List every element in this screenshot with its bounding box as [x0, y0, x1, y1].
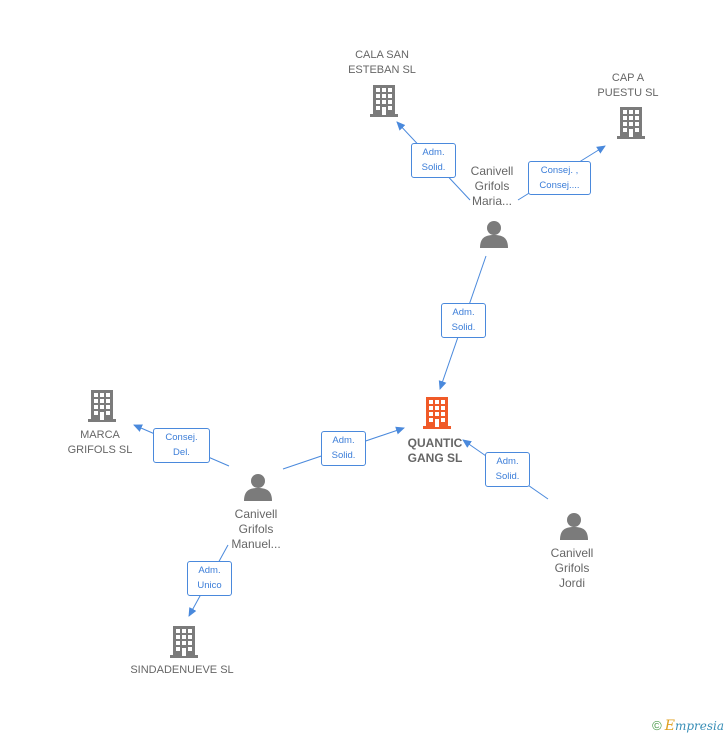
- building-icon[interactable]: [170, 626, 198, 658]
- edge-label-line: Del.: [173, 447, 190, 458]
- brand-logo-text: mpresia: [674, 719, 724, 733]
- edge-label-line: Adm.: [452, 307, 475, 318]
- edge-label-line: Adm.: [422, 147, 445, 158]
- node-label-line: Jordi: [558, 576, 585, 590]
- building-icon[interactable]: [88, 390, 116, 422]
- node-label-cap-a-puestu[interactable]: CAP A PUESTU SL: [578, 71, 678, 101]
- edge-label-maria-quantic[interactable]: Adm. Solid.: [441, 303, 486, 338]
- node-label-line: ESTEBAN SL: [348, 64, 416, 76]
- building-icon[interactable]: [423, 397, 451, 429]
- node-label-canivell-jordi[interactable]: Canivell Grifols Jordi: [532, 546, 612, 591]
- edge-label-line: Adm.: [332, 435, 355, 446]
- node-label-canivell-maria[interactable]: Canivell Grifols Maria...: [452, 164, 532, 209]
- edge-label-manuel-quantic[interactable]: Adm. Solid.: [321, 431, 366, 466]
- person-icon[interactable]: [480, 221, 508, 248]
- edge-label-maria-cala[interactable]: Adm. Solid.: [411, 143, 456, 178]
- node-label-line: GANG SL: [407, 451, 463, 465]
- edge-label-line: Consej.: [165, 432, 198, 443]
- node-label-line: Canivell: [234, 507, 278, 521]
- edge-label-line: Adm.: [198, 565, 221, 576]
- node-label-line: Maria...: [471, 194, 512, 208]
- edge-label-manuel-marca[interactable]: Consej. Del.: [153, 428, 210, 463]
- edge-label-maria-cap[interactable]: Consej. , Consej....: [528, 161, 591, 195]
- footer-brand[interactable]: ©Empresia: [652, 718, 724, 734]
- edge-label-line: Consej. ,: [540, 165, 579, 176]
- person-icon[interactable]: [244, 474, 272, 501]
- node-label-line: Grifols: [474, 179, 510, 193]
- node-label-sindadenueve[interactable]: SINDADENUEVE SL: [110, 663, 254, 678]
- node-label-quantic-gang[interactable]: QUANTIC GANG SL: [390, 436, 480, 466]
- node-label-canivell-manuel[interactable]: Canivell Grifols Manuel...: [216, 507, 296, 552]
- edge-label-line: Consej....: [539, 180, 580, 191]
- edge-label-jordi-quantic[interactable]: Adm. Solid.: [485, 452, 530, 487]
- node-label-line: Grifols: [238, 522, 274, 536]
- node-label-line: Manuel...: [231, 537, 281, 551]
- edge-label-line: Solid.: [451, 322, 476, 333]
- node-label-line: SINDADENUEVE SL: [130, 664, 234, 676]
- building-icon[interactable]: [370, 85, 398, 117]
- node-label-cala-san-esteban[interactable]: CALA SAN ESTEBAN SL: [330, 48, 434, 78]
- node-label-line: Canivell: [470, 164, 514, 178]
- node-label-line: QUANTIC: [407, 436, 463, 450]
- node-label-line: GRIFOLS SL: [67, 444, 133, 456]
- node-label-line: Grifols: [554, 561, 590, 575]
- edge-label-manuel-sinda[interactable]: Adm. Unico: [187, 561, 232, 596]
- node-label-line: Canivell: [550, 546, 594, 560]
- copyright-symbol: ©: [652, 718, 662, 733]
- node-label-line: MARCA: [80, 429, 120, 441]
- building-icon[interactable]: [617, 107, 645, 139]
- edge-label-line: Solid.: [421, 162, 446, 173]
- node-label-line: CALA SAN: [355, 49, 409, 61]
- node-label-marca-grifols[interactable]: MARCA GRIFOLS SL: [50, 428, 150, 458]
- edge-label-line: Solid.: [331, 450, 356, 461]
- edge-label-line: Adm.: [496, 456, 519, 467]
- brand-logo-initial: E: [664, 718, 675, 734]
- node-label-line: PUESTU SL: [597, 87, 659, 99]
- edge-label-line: Solid.: [495, 471, 520, 482]
- person-icon[interactable]: [560, 513, 588, 540]
- node-label-line: CAP A: [611, 72, 645, 84]
- edge-label-line: Unico: [197, 580, 222, 591]
